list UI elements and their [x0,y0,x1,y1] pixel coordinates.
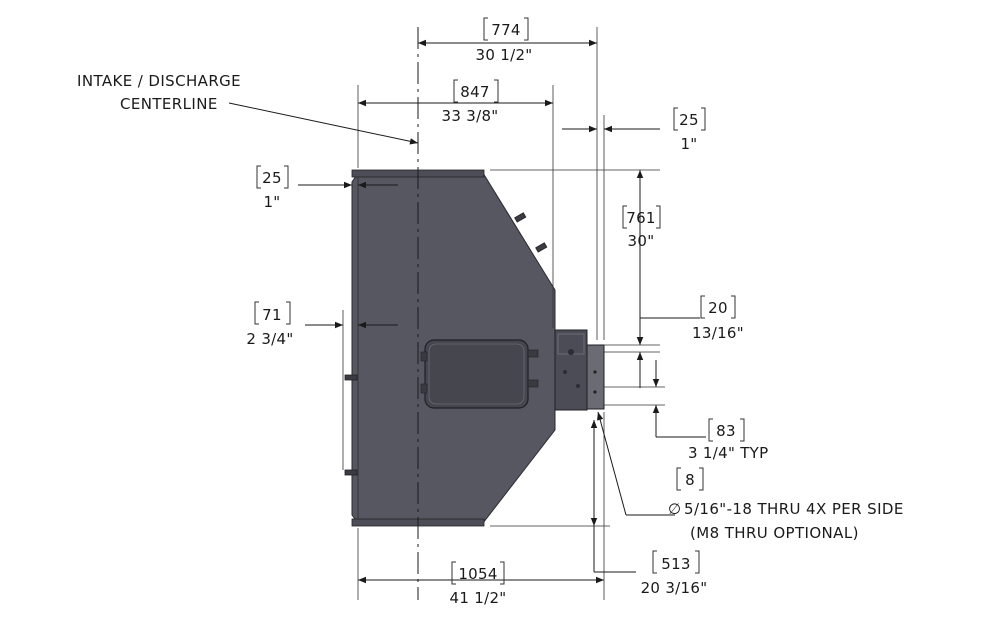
dim-1054-metric: 1054 [458,565,497,583]
dim-513-imperial: 20 3/16" [641,579,708,597]
dim-513: 513 20 3/16" [590,420,708,597]
centerline-label-line1: INTAKE / DISCHARGE [77,72,241,90]
dim-847-metric: 847 [460,83,490,101]
dim-20: 20 13/16" [636,295,744,388]
dim-20-metric: 20 [708,299,728,317]
centerline-label-line2: CENTERLINE [120,95,218,113]
dim-761-metric: 761 [626,209,656,227]
dim-83: 83 3 1/4" TYP [652,360,769,462]
dim-71-imperial: 2 3/4" [246,330,293,348]
door-hinge-bottom [420,383,428,394]
door-latch-bottom [527,379,539,388]
dim-71: 71 2 3/4" [246,301,398,348]
dim-847: 847 33 3/8" [358,79,553,125]
dim-20-imperial: 13/16" [692,324,744,342]
housing-body [344,169,605,527]
dim-83-metric: 83 [716,422,736,440]
dim-761: 761 30" [622,170,661,345]
dim-8-hole-callout: 8 ∅ 5/16"-18 THRU 4X PER SIDE (M8 THRU O… [597,411,904,542]
dim-25-left-metric: 25 [262,169,282,187]
hole-note-line1: 5/16"-18 THRU 4X PER SIDE [684,500,904,518]
centerline-callout: INTAKE / DISCHARGE CENTERLINE [77,72,419,145]
dim-25-right-metric: 25 [679,111,699,129]
door-latch-top [527,349,539,358]
dim-83-imperial: 3 1/4" TYP [688,444,769,462]
dim-25-right-imperial: 1" [680,135,697,153]
dim-25-left: 25 1" [256,165,398,211]
dim-774-metric: 774 [491,21,521,39]
diameter-symbol: ∅ [668,500,681,518]
hole-note-line2: (M8 THRU OPTIONAL) [690,524,859,542]
dim-847-imperial: 33 3/8" [442,107,499,125]
dim-761-imperial: 30" [628,232,655,250]
dim-774: 774 30 1/2" [418,17,597,64]
dim-71-metric: 71 [262,306,282,324]
dim-25-left-imperial: 1" [263,193,280,211]
mounting-flange-plate [586,344,605,410]
dim-513-metric: 513 [661,555,691,573]
inspection-door [424,339,529,409]
dim-8-metric: 8 [685,471,695,489]
dim-25-right: 25 1" [562,107,706,153]
drive-block [554,329,588,411]
door-hinge-top [420,351,428,362]
dim-774-imperial: 30 1/2" [476,46,533,64]
bolt-studs [344,212,548,476]
dim-1054: 1054 41 1/2" [358,561,604,607]
dim-1054-imperial: 41 1/2" [450,589,507,607]
extension-lines [342,27,665,600]
